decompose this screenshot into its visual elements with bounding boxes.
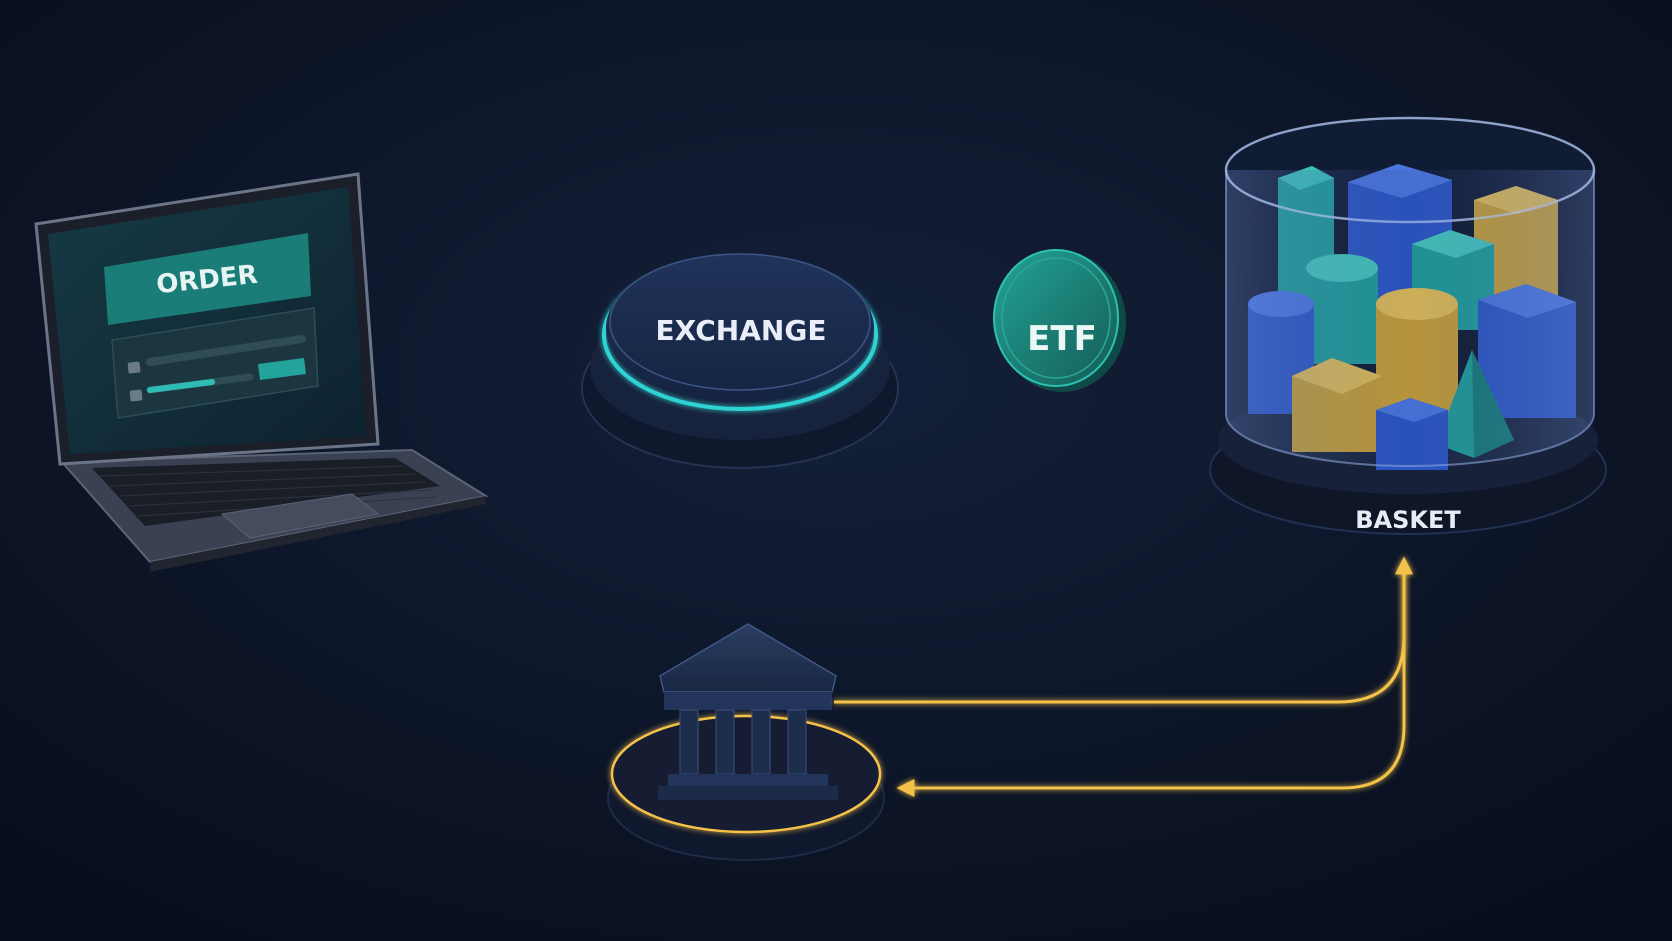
form-checkbox-1[interactable]: [127, 361, 141, 374]
bank-step-1: [668, 774, 828, 786]
bank-entablature: [664, 692, 832, 710]
etf-coin-inner-ring: [1001, 257, 1111, 379]
form-field-1: [146, 335, 306, 366]
basket-label: BASKET: [1355, 506, 1461, 534]
etf-node: ETF: [993, 249, 1126, 392]
exchange-top: [606, 254, 874, 402]
etf-coin: [993, 249, 1119, 387]
institution-node: [607, 623, 885, 861]
form-checkbox-2[interactable]: [129, 389, 143, 402]
order-button[interactable]: [104, 233, 311, 325]
bank-step-2: [658, 786, 838, 800]
laptop-keyboard: [92, 458, 440, 526]
bank-building-icon: [658, 623, 838, 800]
basket-node: BASKET: [1209, 116, 1607, 535]
exchange-top-highlight: [609, 253, 871, 391]
glass-rim-front: [1224, 116, 1596, 224]
laptop-node: ORDER: [34, 172, 489, 572]
form-slider-fill[interactable]: [147, 379, 215, 393]
flow-arrows: [382, 327, 1413, 797]
laptop-base-edge: [150, 496, 486, 572]
form-submit-button[interactable]: [258, 358, 306, 380]
laptop-screen: [48, 187, 366, 454]
etf-label: ETF: [1027, 319, 1097, 359]
exchange-label: EXCHANGE: [656, 314, 827, 347]
arrow-basket-to-institution: [896, 566, 1406, 797]
bank-roof: [659, 623, 837, 693]
glass-cylinder: [1225, 170, 1595, 467]
exchange-node: EXCHANGE: [581, 253, 899, 469]
laptop-trackpad: [220, 493, 380, 539]
bank-columns: [679, 709, 807, 775]
